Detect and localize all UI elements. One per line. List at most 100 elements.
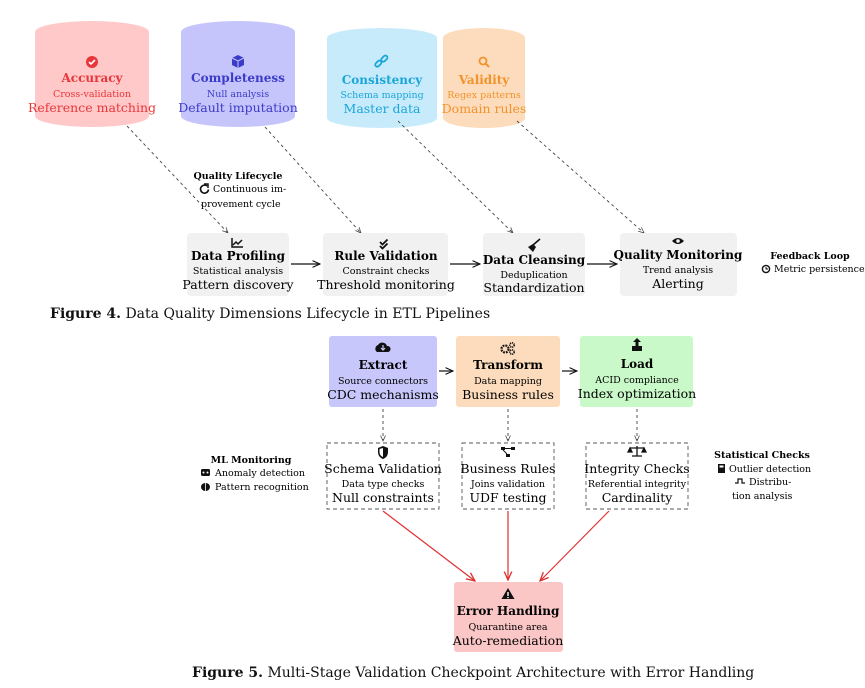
caption-text: Data Quality Dimensions Lifecycle in ETL…: [125, 306, 491, 322]
process-rule-validation: Rule Validation Constraint checks Thresh…: [317, 233, 455, 296]
stage-extract: Extract Source connectors CDC mechanisms: [327, 336, 439, 407]
check-business-rules: Business Rules Joins validation UDF test…: [460, 442, 556, 510]
process-main: Alerting: [651, 276, 703, 291]
check-main2: Null constraints: [332, 490, 434, 505]
dimension-title: Completeness: [191, 71, 285, 85]
check-main: Business Rules: [460, 461, 555, 476]
quality-lifecycle-note: Quality Lifecycle Continuous im- proveme…: [194, 171, 287, 210]
check-main: Integrity Checks: [584, 461, 689, 476]
chart-line-icon: [231, 238, 243, 248]
calculator-icon: [718, 464, 725, 473]
process-sub: Constraint checks: [342, 266, 429, 277]
error-arrow: [382, 510, 475, 581]
statistical-checks-note: Statistical Checks Outlier detection Dis…: [714, 450, 811, 502]
stage-sub: ACID compliance: [594, 375, 679, 386]
redo-icon: [199, 183, 210, 194]
stage-sub: Data mapping: [474, 376, 542, 387]
project-diagram-icon: [501, 447, 515, 457]
caption-text: Multi-Stage Validation Checkpoint Archit…: [267, 665, 755, 681]
error-sub: Quarantine area: [468, 622, 547, 633]
dimension-main: Default imputation: [178, 100, 298, 115]
note-line: Outlier detection: [729, 464, 811, 475]
dashed-link: [516, 120, 644, 233]
note-line: Continuous im-: [213, 184, 286, 195]
note-line: Pattern recognition: [215, 482, 309, 493]
error-arrow: [540, 510, 610, 581]
note-line: tion analysis: [732, 491, 792, 502]
check-main2: Cardinality: [602, 490, 674, 505]
broom-icon: [528, 238, 541, 252]
search-icon: [478, 56, 490, 68]
process-title: Data Profiling: [191, 249, 286, 263]
figure-5-caption: Figure 5. Multi-Stage Validation Checkpo…: [192, 665, 754, 681]
process-title: Data Cleansing: [483, 253, 586, 267]
stage-title: Transform: [473, 358, 543, 372]
process-data-profiling: Data Profiling Statistical analysis Patt…: [182, 233, 295, 296]
dimension-title: Consistency: [342, 73, 424, 87]
note-line: Anomaly detection: [214, 468, 305, 479]
wave-square-icon: [735, 478, 745, 484]
note-title: Quality Lifecycle: [194, 171, 283, 182]
link-icon: [374, 54, 389, 68]
check-main: Schema Validation: [324, 461, 442, 476]
caption-label: Figure 5.: [192, 665, 263, 681]
dimension-main: Domain rules: [442, 101, 527, 116]
process-sub: Statistical analysis: [193, 266, 283, 277]
check-main2: UDF testing: [469, 490, 546, 505]
note-line: Distribu-: [749, 477, 791, 488]
shield-icon: [378, 446, 388, 459]
process-title: Rule Validation: [334, 249, 437, 263]
dimension-sub: Regex patterns: [447, 90, 521, 101]
check-schema-validation: Schema Validation Data type checks Null …: [324, 442, 442, 510]
note-title: Feedback Loop: [770, 251, 850, 262]
error-main: Auto-remediation: [452, 633, 564, 648]
dimension-title: Accuracy: [60, 71, 123, 85]
dashed-link: [397, 120, 513, 233]
dimension-sub: Schema mapping: [340, 90, 423, 101]
cloud-download-icon: [375, 342, 391, 352]
process-data-cleansing: Data Cleansing Deduplication Standardiza…: [483, 233, 586, 296]
process-main: Pattern discovery: [182, 277, 294, 292]
cube-icon: [231, 55, 245, 68]
stage-load: Load ACID compliance Index optimization: [578, 336, 696, 407]
stage-main: CDC mechanisms: [327, 387, 439, 402]
stage-main: Business rules: [462, 387, 554, 402]
stage-title: Extract: [359, 358, 408, 372]
figure-4-caption: Figure 4. Data Quality Dimensions Lifecy…: [50, 306, 490, 322]
dimension-title: Validity: [458, 73, 511, 87]
stage-sub: Source connectors: [338, 376, 428, 387]
stage-main: Index optimization: [578, 386, 696, 401]
note-line: provement cycle: [201, 199, 281, 210]
validity-cylinder: Validity Regex patterns Domain rules: [442, 28, 527, 128]
stage-transform: Transform Data mapping Business rules: [456, 336, 560, 407]
balance-scale-icon: [626, 446, 648, 457]
brain-icon: [201, 483, 210, 491]
process-sub: Deduplication: [500, 270, 567, 281]
error-handling-box: Error Handling Quarantine area Auto-reme…: [452, 582, 564, 652]
history-icon: [761, 264, 771, 274]
double-check-icon: [379, 238, 389, 250]
caption-label: Figure 4.: [50, 306, 121, 322]
stage-title: Load: [621, 357, 654, 371]
dimension-sub: Cross-validation: [53, 89, 131, 100]
process-sub: Trend analysis: [643, 265, 713, 276]
check-sub: Joins validation: [470, 479, 545, 490]
eye-icon: [672, 238, 684, 244]
robot-icon: [201, 469, 210, 476]
upload-icon: [632, 338, 642, 351]
check-integrity-checks: Integrity Checks Referential integrity C…: [584, 442, 690, 510]
process-main: Standardization: [483, 280, 584, 295]
dimension-main: Reference matching: [28, 100, 156, 115]
cogs-icon: [500, 341, 515, 355]
note-title: Statistical Checks: [714, 450, 810, 461]
process-main: Threshold monitoring: [317, 277, 455, 292]
dashed-link: [126, 125, 228, 233]
check-sub: Data type checks: [342, 479, 425, 490]
note-line: Metric persistence: [774, 264, 865, 275]
check-sub: Referential integrity: [588, 479, 687, 490]
ml-monitoring-note: ML Monitoring Anomaly detection Pattern …: [201, 455, 309, 493]
error-title: Error Handling: [457, 604, 560, 618]
dimension-sub: Null analysis: [207, 89, 269, 100]
warning-icon: [501, 588, 515, 599]
note-title: ML Monitoring: [211, 455, 292, 466]
